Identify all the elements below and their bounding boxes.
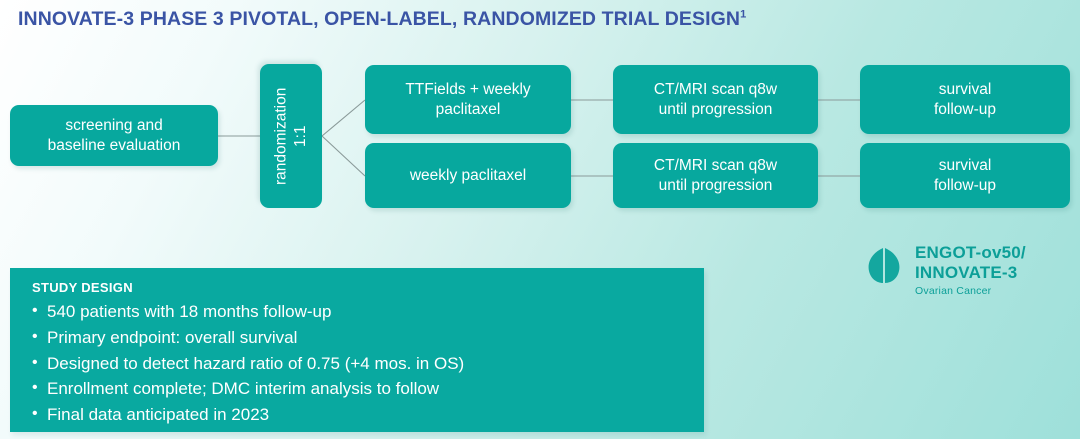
page-title-text: INNOVATE-3 PHASE 3 PIVOTAL, OPEN-LABEL, …	[18, 8, 741, 30]
bullet-dot-icon: •	[32, 353, 38, 371]
flow-node-arm-a-line1: TTFields + weekly	[405, 80, 531, 98]
flow-node-screening-line2: baseline evaluation	[47, 136, 181, 154]
flow-node-screening[interactable]: screening and baseline evaluation	[10, 105, 218, 166]
flow-node-randomization-line1: randomization	[272, 87, 290, 185]
study-design-bullet-text: Primary endpoint: overall survival	[47, 327, 298, 347]
engot-petal-logo-icon	[868, 248, 900, 283]
bullet-dot-icon: •	[32, 327, 38, 345]
flow-node-arm-a-imaging[interactable]: CT/MRI scan q8w until progression	[613, 65, 818, 134]
study-design-bullet: • Final data anticipated in 2023	[32, 402, 704, 428]
study-design-bullet-text: Enrollment complete; DMC interim analysi…	[47, 379, 440, 399]
study-design-panel: STUDY DESIGN • 540 patients with 18 mont…	[10, 268, 704, 432]
flow-node-arm-b-imaging[interactable]: CT/MRI scan q8w until progression	[613, 143, 818, 208]
study-design-bullet: • 540 patients with 18 months follow-up	[32, 299, 704, 325]
study-design-bullet: • Primary endpoint: overall survival	[32, 325, 704, 351]
connector-randomization-to-arm-a	[321, 99, 366, 137]
flow-node-randomization-line2: 1:1	[292, 125, 309, 147]
flow-node-arm-b-treatment[interactable]: weekly paclitaxel	[365, 143, 571, 208]
bullet-dot-icon: •	[32, 405, 38, 423]
flow-node-randomization[interactable]: randomization 1:1	[260, 64, 322, 208]
logo-line-2: INNOVATE-3	[915, 262, 1018, 282]
study-design-bullet: • Enrollment complete; DMC interim analy…	[32, 376, 704, 402]
study-design-bullet-text: Designed to detect hazard ratio of 0.75 …	[47, 353, 465, 373]
flow-node-arm-a-treatment[interactable]: TTFields + weekly paclitaxel	[365, 65, 571, 134]
bullet-dot-icon: •	[32, 302, 38, 319]
study-design-bullet-text: 540 patients with 18 months follow-up	[47, 302, 332, 321]
flow-node-arm-a-line2: paclitaxel	[435, 100, 501, 118]
study-design-bullet: • Designed to detect hazard ratio of 0.7…	[32, 351, 704, 377]
flow-node-arm-a-survival[interactable]: survival follow-up	[860, 65, 1070, 134]
flow-node-scan-b-line2: until progression	[658, 176, 773, 194]
flow-node-survival-a-line2: follow-up	[933, 100, 997, 118]
flow-node-survival-b-line2: follow-up	[933, 176, 997, 194]
page-title-footnote-marker: 1	[740, 8, 747, 21]
flow-node-scan-b-line1: CT/MRI scan q8w	[653, 156, 778, 174]
bullet-dot-icon: •	[32, 379, 38, 397]
study-design-bullet-text: Final data anticipated in 2023	[47, 405, 270, 425]
page-title: INNOVATE-3 PHASE 3 PIVOTAL, OPEN-LABEL, …	[18, 8, 746, 31]
flow-node-scan-a-line2: until progression	[658, 100, 773, 118]
flow-node-screening-line1: screening and	[65, 116, 163, 134]
logo-text-block: ENGOT-ov50/ INNOVATE-3 Ovarian Cancer	[915, 243, 1026, 297]
logo-line-1: ENGOT-ov50/	[915, 243, 1026, 262]
engot-innovate-logo: ENGOT-ov50/ INNOVATE-3 Ovarian Cancer	[862, 243, 1072, 305]
connector-randomization-to-arm-b	[321, 135, 366, 177]
logo-subtitle: Ovarian Cancer	[915, 285, 992, 298]
flow-node-scan-a-line1: CT/MRI scan q8w	[653, 80, 778, 98]
flow-node-arm-b-line1: weekly paclitaxel	[409, 166, 527, 184]
flow-node-survival-a-line1: survival	[938, 80, 992, 98]
study-design-heading: STUDY DESIGN	[32, 280, 133, 295]
flow-node-survival-b-line1: survival	[938, 156, 992, 174]
flow-node-arm-b-survival[interactable]: survival follow-up	[860, 143, 1070, 208]
